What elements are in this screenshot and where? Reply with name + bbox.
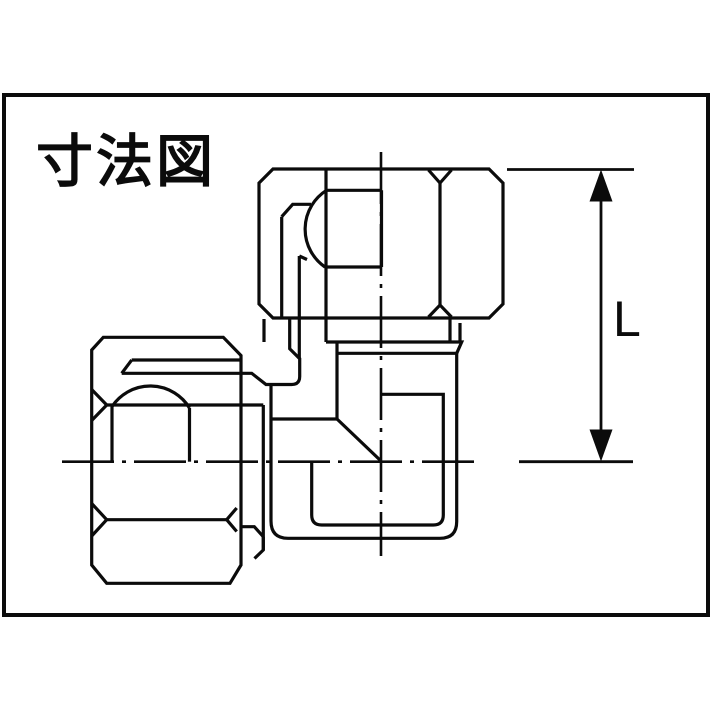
left-sleeve-and-ball xyxy=(110,319,302,560)
centerlines xyxy=(62,152,478,556)
top-sleeve-and-ball xyxy=(280,188,384,358)
top-collar xyxy=(262,319,465,355)
dimension-L: L xyxy=(507,168,641,464)
left-nut xyxy=(90,335,264,585)
drawing-border-frame xyxy=(2,93,710,617)
page-title: 寸法図 xyxy=(36,130,216,194)
arrowhead-down-icon xyxy=(589,429,613,462)
elbow-body xyxy=(269,342,459,540)
dimension-label: L xyxy=(613,291,641,347)
elbow-fitting-drawing xyxy=(62,152,505,585)
top-nut xyxy=(257,167,505,342)
arrowhead-up-icon xyxy=(589,169,613,202)
